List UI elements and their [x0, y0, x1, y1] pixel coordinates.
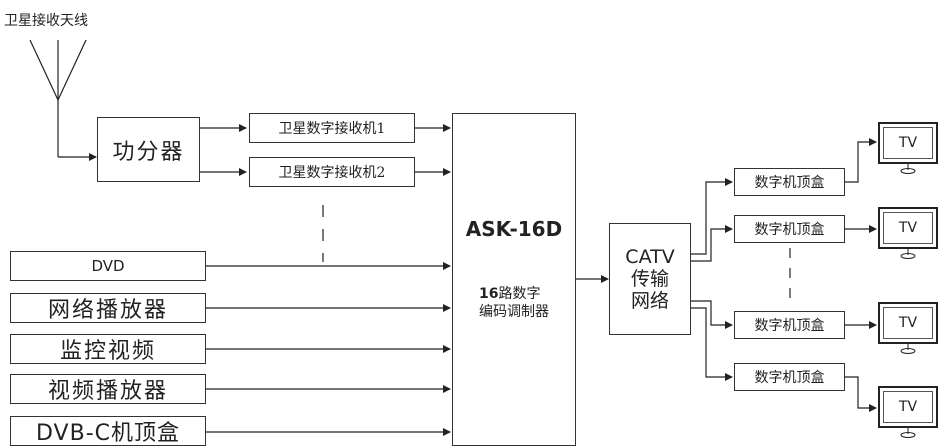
- splitter-box: 功分器: [97, 117, 200, 182]
- antenna-left-arm: [29, 39, 59, 101]
- source-network-player: 网络播放器: [10, 293, 206, 323]
- tv-3-screen: TV: [878, 302, 938, 344]
- source-dvbc-stb: DVB-C机顶盒: [10, 416, 206, 446]
- tv-4-screen: TV: [878, 386, 938, 428]
- tv-4: TV: [878, 386, 938, 438]
- encoder-box: ASK-16D 16路数字 编码调制器: [452, 113, 576, 446]
- encoder-channel-count: 16: [479, 286, 499, 302]
- source-monitor-video: 监控视频: [10, 334, 206, 364]
- tv-2: TV: [878, 207, 938, 259]
- tv-stand-icon: [900, 249, 916, 259]
- catv-to-stb4-arrow: [691, 307, 733, 381]
- tv-stand-icon: [900, 164, 916, 174]
- antenna-right-arm: [57, 39, 87, 101]
- receiver-2-box: 卫星数字接收机2: [249, 157, 415, 187]
- settop-box-3: 数字机顶盒: [734, 311, 845, 339]
- encoder-title: ASK-16D: [465, 217, 563, 241]
- catv-to-stb1-arrow: [691, 178, 733, 255]
- catv-box: CATV 传输 网络: [609, 223, 691, 335]
- encoder-sub-line2: 编码调制器: [479, 304, 549, 320]
- encoder-subtitle: 16路数字 编码调制器: [479, 285, 549, 321]
- tv-3: TV: [878, 302, 938, 354]
- tv-2-screen: TV: [878, 207, 938, 249]
- tv-1: TV: [878, 122, 938, 174]
- source-dvd: DVD: [10, 251, 206, 281]
- settop-box-1: 数字机顶盒: [734, 168, 845, 196]
- catv-line3: 网络: [630, 290, 669, 312]
- catv-line1: CATV: [625, 246, 675, 268]
- tv-stand-icon: [900, 344, 916, 354]
- tv-stand-icon: [900, 428, 916, 438]
- source-video-player: 视频播放器: [10, 374, 206, 404]
- catv-line2: 传输: [630, 268, 669, 290]
- stb1-to-tv1-arrow: [845, 138, 877, 183]
- catv-to-stb3-arrow: [691, 300, 733, 329]
- tv-1-screen: TV: [878, 122, 938, 164]
- settop-box-2: 数字机顶盒: [734, 215, 845, 243]
- stb4-to-tv4-arrow: [845, 376, 877, 412]
- receiver-1-box: 卫星数字接收机1: [249, 113, 415, 143]
- antenna-label: 卫星接收天线: [4, 13, 88, 29]
- encoder-sub-rest: 路数字: [498, 286, 541, 302]
- settop-box-4: 数字机顶盒: [734, 363, 845, 391]
- catv-to-stb2-arrow: [691, 225, 733, 262]
